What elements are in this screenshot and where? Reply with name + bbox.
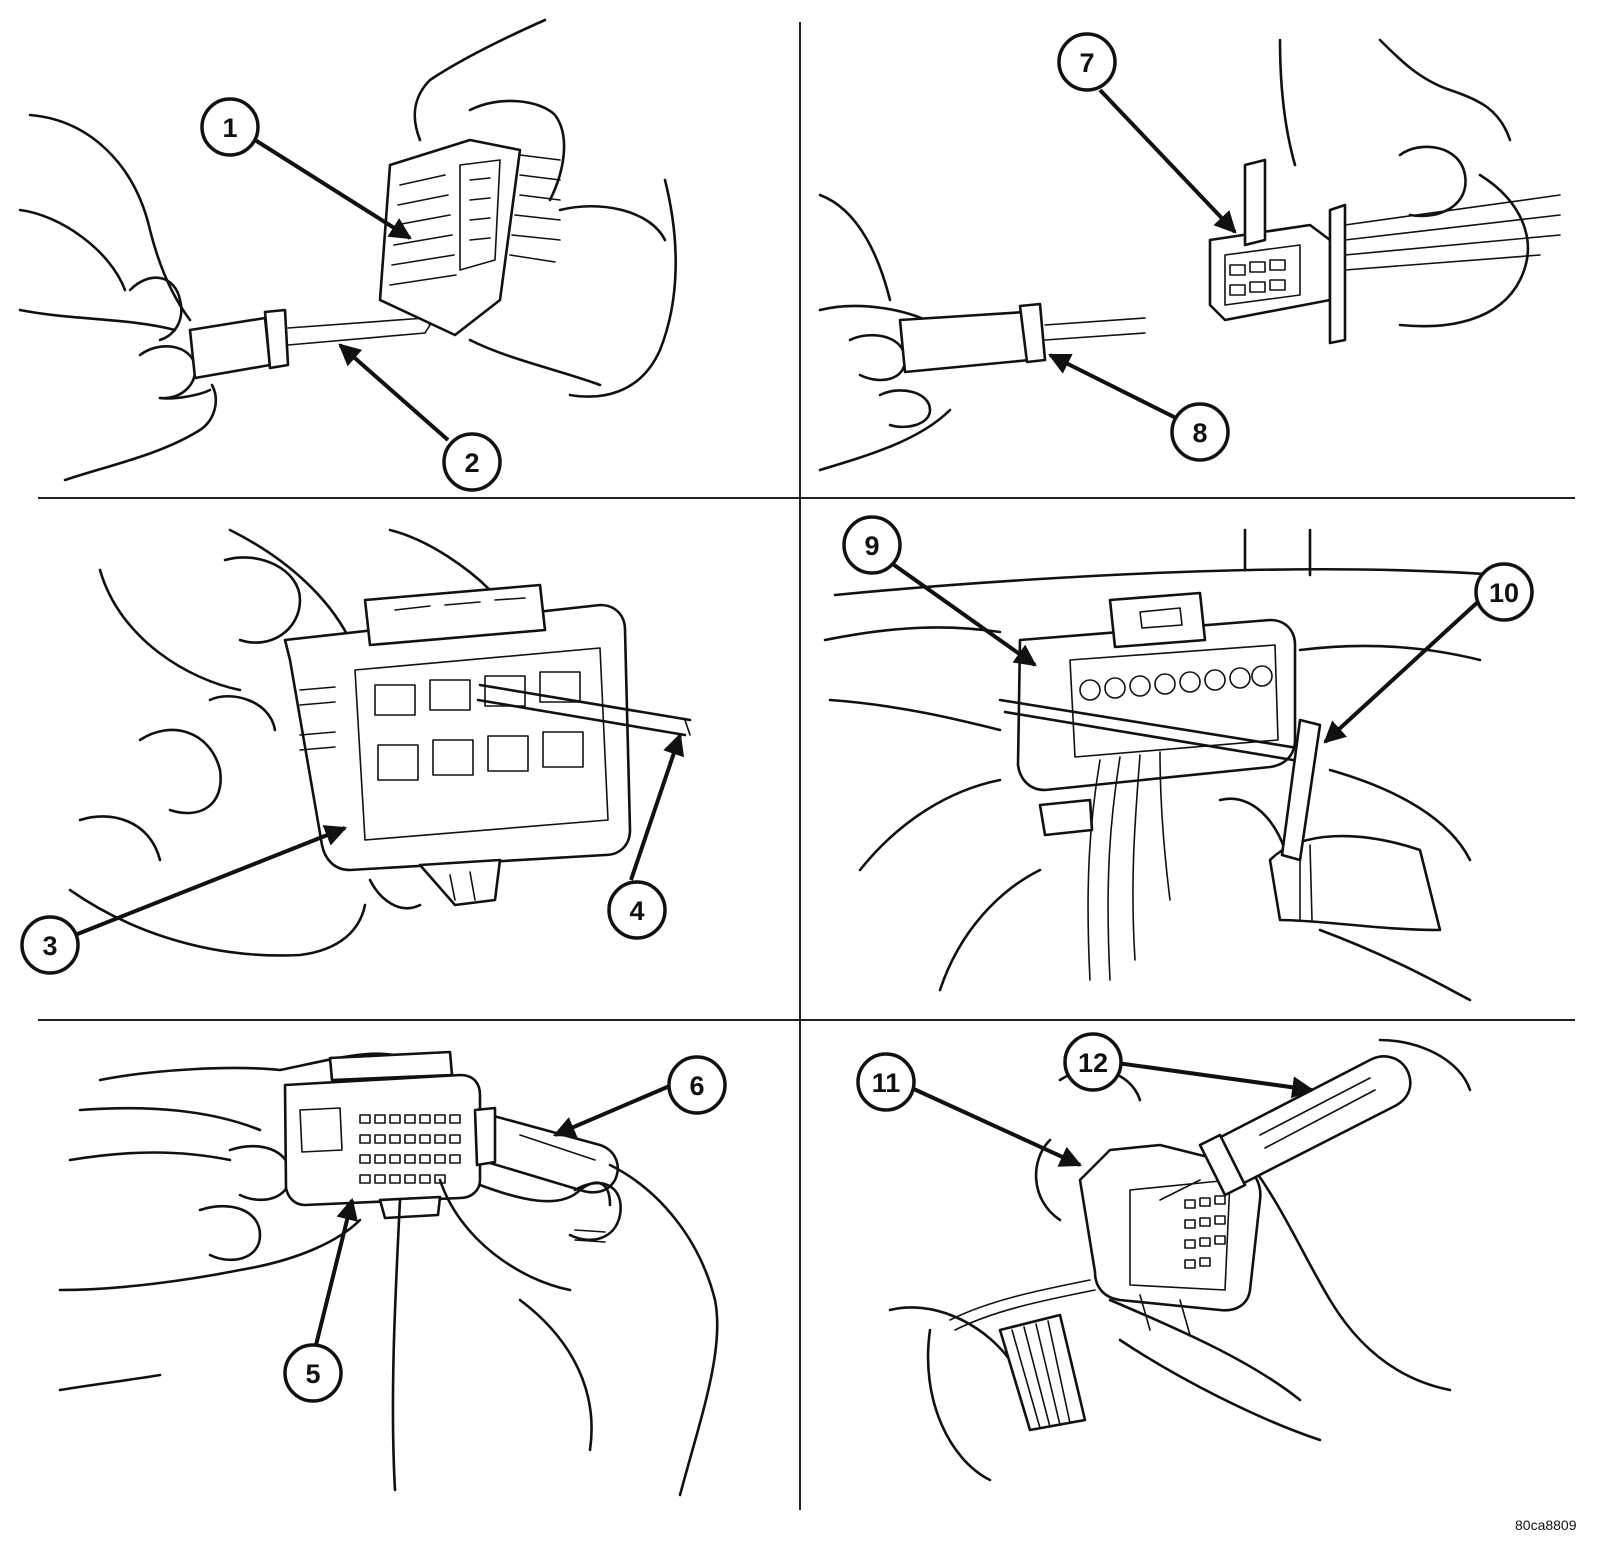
callout-arrows xyxy=(74,88,1482,1346)
terminal-pick-tool-6 xyxy=(473,1106,620,1194)
panel-bottom-right xyxy=(888,1038,1472,1482)
callout-1: 1 xyxy=(200,97,260,157)
panel-middle-left xyxy=(68,528,692,957)
callout-arrow-12 xyxy=(1109,1060,1315,1099)
callout-7: 7 xyxy=(1057,32,1117,92)
terminal-cavities xyxy=(359,1114,461,1184)
callout-11: 11 xyxy=(856,1052,916,1112)
terminal-cavities xyxy=(1184,1195,1226,1269)
terminal-pick-tool-2 xyxy=(188,308,431,380)
callout-8-label: 8 xyxy=(1192,418,1207,448)
callout-3: 3 xyxy=(20,915,80,975)
connector-9 xyxy=(1016,591,1297,981)
callout-10: 10 xyxy=(1474,562,1534,622)
panel-dividers xyxy=(38,22,1575,1510)
terminal-pick-tool-8 xyxy=(898,302,1146,374)
terminal-pick-tool-4 xyxy=(476,683,692,737)
callout-3-label: 3 xyxy=(42,931,57,961)
callout-6: 6 xyxy=(667,1055,727,1115)
right-hand-illustration xyxy=(391,1163,719,1497)
callout-7-label: 7 xyxy=(1079,48,1094,78)
left-hand-illustration xyxy=(58,1052,412,1392)
callout-5: 5 xyxy=(283,1343,343,1403)
callout-arrow-9 xyxy=(878,553,1037,667)
callout-2: 2 xyxy=(442,432,502,492)
connector-5 xyxy=(283,1050,482,1220)
callout-arrow-2 xyxy=(338,343,450,442)
callout-arrow-4 xyxy=(629,732,685,881)
right-hand-illustration xyxy=(413,18,677,398)
callout-2-label: 2 xyxy=(464,448,479,478)
callout-arrow-6 xyxy=(552,1083,673,1138)
wiring-harness xyxy=(1218,797,1442,932)
connector-1 xyxy=(378,138,561,337)
callout-arrow-7 xyxy=(1098,88,1237,234)
callout-arrow-11 xyxy=(904,1083,1083,1167)
wiring-bundle xyxy=(949,1279,1096,1432)
callout-1-label: 1 xyxy=(222,113,237,143)
callout-6-label: 6 xyxy=(689,1071,704,1101)
figure-code: 80ca8809 xyxy=(1515,1517,1577,1533)
callout-10-label: 10 xyxy=(1489,578,1519,608)
callout-11-label: 11 xyxy=(872,1068,901,1098)
callout-arrow-1 xyxy=(253,138,412,240)
panel-bottom-left xyxy=(58,1050,719,1497)
callout-5-label: 5 xyxy=(305,1359,320,1389)
callout-arrow-3 xyxy=(74,825,348,937)
right-hand-illustration xyxy=(1278,38,1530,328)
terminal-pick-tool-12 xyxy=(1159,1055,1412,1201)
hand-illustration xyxy=(68,528,492,957)
connector-3 xyxy=(283,583,632,907)
callout-arrow-8 xyxy=(1048,353,1177,420)
terminal-pick-tool-10 xyxy=(998,698,1322,862)
callout-12: 12 xyxy=(1063,1032,1123,1092)
connector-7 xyxy=(1208,158,1561,345)
callout-8: 8 xyxy=(1170,402,1230,462)
panel-middle-right xyxy=(823,528,1502,1002)
callout-4-label: 4 xyxy=(629,896,644,926)
callout-arrow-5 xyxy=(314,1197,358,1346)
callout-4: 4 xyxy=(607,880,667,940)
callout-9: 9 xyxy=(842,515,902,575)
callout-9-label: 9 xyxy=(864,531,879,561)
panel-top-left xyxy=(18,18,677,482)
background-illustration xyxy=(823,528,1502,1002)
left-hand-illustration xyxy=(18,113,217,482)
callout-12-label: 12 xyxy=(1078,1048,1108,1078)
panel-top-right xyxy=(818,38,1561,472)
callout-arrow-10 xyxy=(1323,598,1482,744)
